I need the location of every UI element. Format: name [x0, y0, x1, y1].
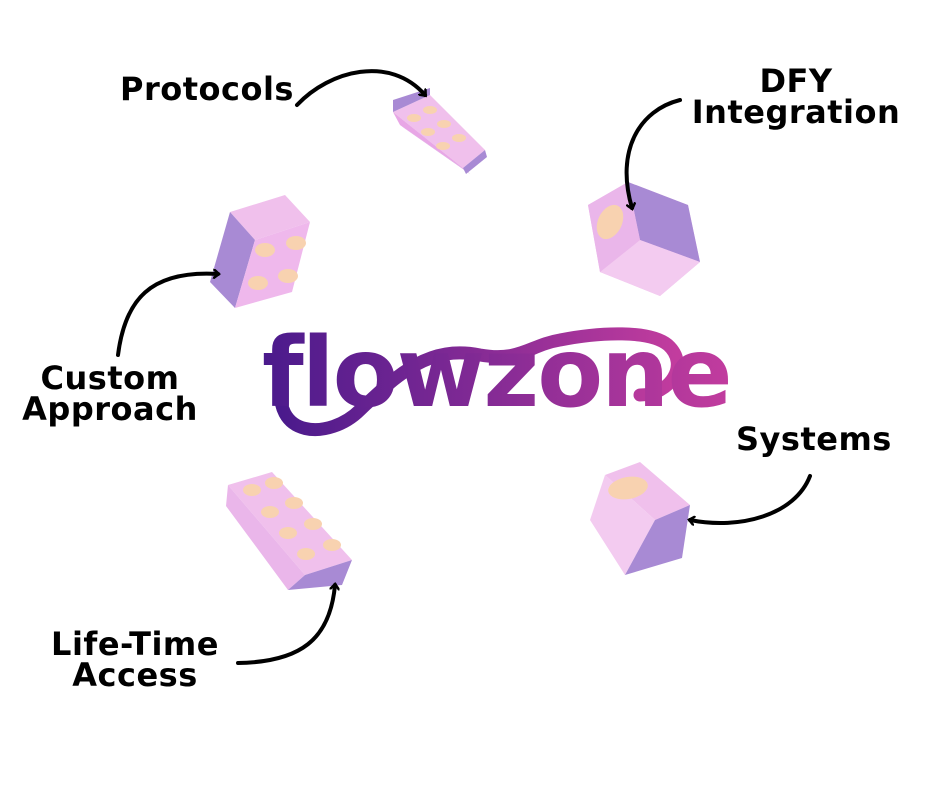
systems-arrow [690, 474, 812, 523]
systems-brick [590, 462, 690, 575]
logo-text: flowzone [262, 317, 731, 429]
label-systems-text: Systems [736, 420, 892, 458]
protocols-arrow [295, 69, 427, 107]
logo-wave [273, 327, 684, 436]
label-life-time-access: Life-Time Access [30, 625, 240, 694]
label-lifetime-line2: Access [72, 656, 198, 694]
life-time-access-brick [226, 472, 352, 590]
label-custom-approach: Custom Approach [10, 359, 210, 428]
label-protocols-text: Protocols [120, 70, 294, 108]
protocols-brick [393, 88, 487, 174]
custom-approach-arrow [116, 274, 218, 357]
label-custom-line2: Approach [22, 390, 198, 428]
label-dfy-line2: Integration [691, 93, 901, 131]
label-protocols: Protocols [120, 73, 294, 105]
dfy-integration-arrow [624, 98, 682, 208]
label-systems: Systems [736, 423, 892, 455]
label-lifetime-line1: Life-Time [51, 625, 219, 663]
label-custom-line1: Custom [40, 359, 180, 397]
dfy-integration-brick [588, 182, 700, 296]
life-time-access-arrow [236, 585, 335, 665]
custom-approach-brick [210, 195, 310, 308]
label-dfy-integration: DFY Integration [686, 62, 906, 131]
label-dfy-line1: DFY [759, 62, 833, 100]
